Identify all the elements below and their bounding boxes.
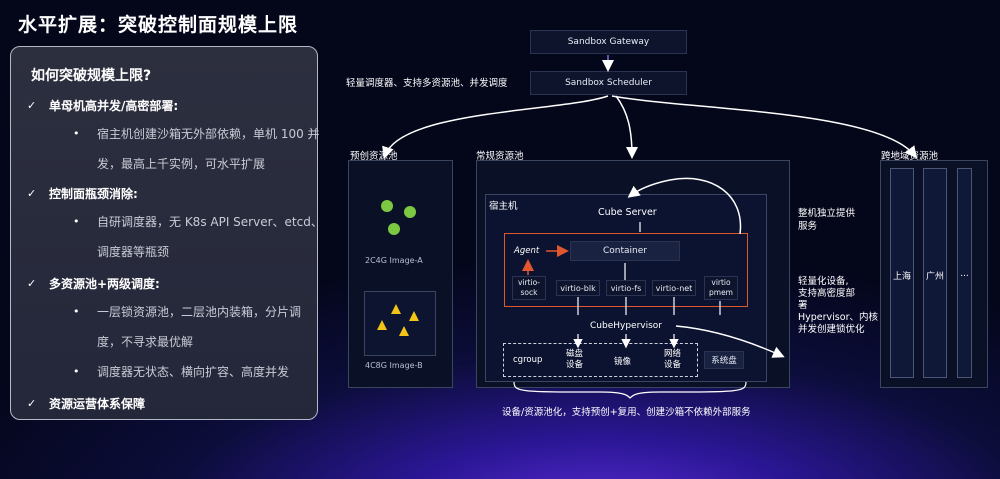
item-label: 多资源池+两级调度:	[49, 277, 160, 291]
network-device-label: 网络 设备	[664, 349, 682, 370]
check-icon: ✓	[27, 187, 37, 200]
bullet-icon: •	[73, 127, 80, 140]
agent-label: Agent	[514, 246, 540, 256]
item-detail: 宿主机创建沙箱无外部依赖，单机 100 并发，最高上千实例，可水平扩展	[97, 127, 320, 171]
green-dot-icon	[404, 206, 416, 218]
region-label: ...	[960, 269, 969, 279]
virtio-sock-box: virtio- sock	[512, 276, 546, 300]
bullet-icon: •	[73, 365, 80, 378]
virtio-fs-box: virtio-fs	[606, 280, 646, 296]
yellow-triangle-icon	[391, 304, 401, 314]
image-b-box	[364, 291, 436, 356]
note-lightweight: 轻量化设备, 支持高密度部 署 Hypervisor、内核 并发创建锁优化	[798, 276, 878, 335]
bullet-icon: •	[73, 215, 80, 228]
scale-limit-panel: 如何突破规模上限? ✓ 单母机高并发/高密部署: • 宿主机创建沙箱无外部依赖，…	[10, 46, 323, 420]
panel-heading: 如何突破规模上限?	[31, 68, 152, 84]
device-pool-box	[503, 343, 698, 377]
item-label: 控制面瓶颈消除:	[49, 187, 138, 201]
item-label: 单母机高并发/高密部署:	[49, 99, 179, 113]
cube-server-label: Cube Server	[598, 207, 657, 218]
virtio-pmem-box: virtio pmem	[704, 276, 738, 300]
item-detail: 自研调度器，无 K8s API Server、etcd、调度器等瓶颈	[97, 215, 323, 259]
green-dot-icon	[381, 200, 393, 212]
bottom-note: 设备/资源池化，支持预创+复用、创建沙箱不依赖外部服务	[502, 407, 751, 418]
disk-device-label: 磁盘 设备	[566, 349, 584, 370]
cgroup-label: cgroup	[513, 355, 543, 365]
image-a-label: 2C4G Image-A	[365, 256, 423, 265]
image-b-label: 4C8G Image-B	[365, 361, 423, 370]
virtio-net-box: virtio-net	[652, 280, 696, 296]
check-icon: ✓	[27, 397, 37, 410]
system-disk-box: 系统盘	[704, 351, 744, 369]
bullet-icon: •	[73, 305, 80, 318]
check-icon: ✓	[27, 277, 37, 290]
image-device-label: 镜像	[614, 357, 632, 367]
check-icon: ✓	[27, 99, 37, 112]
container-box: Container	[570, 241, 680, 261]
item-detail: 一层锁资源池，二层池内装箱，分片调度，不寻求最优解	[97, 305, 302, 349]
hypervisor-label: CubeHypervisor	[590, 321, 663, 331]
yellow-triangle-icon	[399, 326, 409, 336]
host-label: 宿主机	[489, 201, 518, 212]
item-detail: 调度器无状态、横向扩容、高度并发	[97, 365, 290, 379]
yellow-triangle-icon	[377, 320, 387, 330]
normal-pool-title: 常规资源池	[476, 151, 524, 162]
bottom-brace	[513, 381, 747, 399]
scheduler-note: 轻量调度器、支持多资源池、并发调度	[346, 78, 508, 89]
region-label: 上海	[892, 272, 912, 282]
page-title: 水平扩展：突破控制面规模上限	[18, 14, 299, 36]
note-standalone: 整机独立提供 服务	[798, 208, 856, 232]
sandbox-gateway-box: Sandbox Gateway	[530, 30, 687, 54]
region-strip: 上海	[890, 168, 914, 378]
item-label: 资源运营体系保障	[49, 397, 146, 411]
green-dot-icon	[388, 223, 400, 235]
region-label: 广州	[925, 272, 945, 282]
pre-pool-title: 预创资源池	[350, 151, 398, 162]
yellow-triangle-icon	[409, 311, 419, 321]
region-strip: 广州	[923, 168, 947, 378]
virtio-blk-box: virtio-blk	[556, 280, 600, 296]
region-strip: ...	[957, 168, 972, 378]
